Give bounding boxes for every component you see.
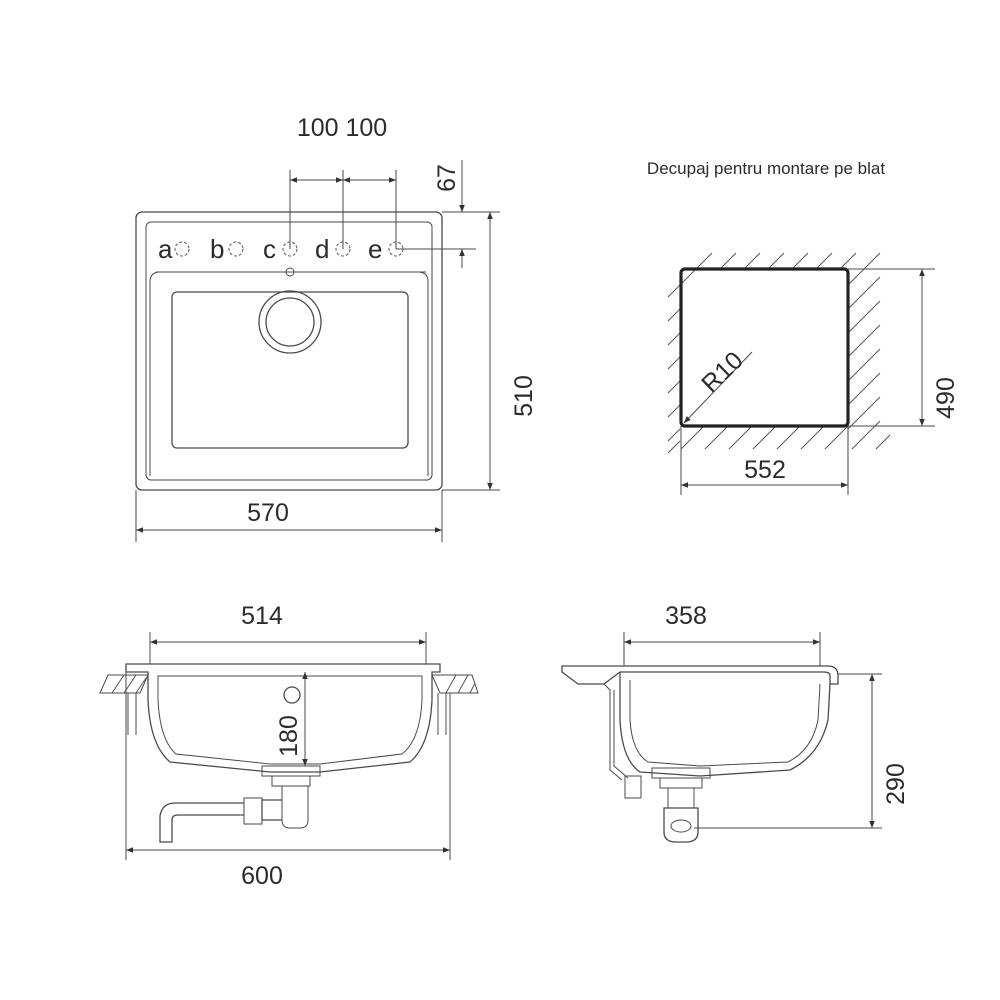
tap-hole-b-label: b bbox=[210, 234, 224, 264]
overflow-dot bbox=[285, 267, 295, 277]
countertop-right bbox=[431, 674, 479, 735]
top-view: a b c d e 100 100 67 510 570 bbox=[135, 114, 538, 542]
cutout-dim-width: 552 bbox=[744, 456, 786, 484]
front-sink-inner bbox=[157, 675, 423, 765]
sink-outline bbox=[135, 211, 443, 491]
front-dim-bowl-width: 514 bbox=[241, 602, 283, 630]
side-bowl-outer bbox=[619, 672, 831, 777]
radius-leader bbox=[683, 351, 753, 424]
tap-hole-d-label: d bbox=[315, 234, 329, 264]
side-drain-pipe bbox=[667, 788, 695, 809]
side-overflow-joint bbox=[624, 775, 642, 799]
side-dim-bowl-width: 358 bbox=[665, 602, 707, 630]
side-overflow-pipe bbox=[603, 683, 623, 781]
front-dim-depth: 180 bbox=[275, 715, 303, 757]
side-section: 358 290 bbox=[561, 602, 910, 843]
dim-hole-spacing: 100 100 bbox=[297, 114, 387, 142]
side-trap bbox=[663, 807, 699, 843]
tap-hole-e-label: e bbox=[368, 234, 382, 264]
front-drain-body bbox=[271, 775, 311, 787]
front-trap-outlet bbox=[159, 802, 244, 843]
cutout-radius: R10 bbox=[696, 346, 748, 398]
front-trap-connector bbox=[261, 799, 282, 821]
side-drain-body bbox=[659, 777, 703, 789]
bowl-outer-left bbox=[149, 271, 161, 476]
tap-hole-b-icon bbox=[228, 241, 244, 257]
front-section: 514 180 600 bbox=[99, 602, 479, 890]
cutout-dim-height: 490 bbox=[932, 377, 960, 419]
side-dim-height: 290 bbox=[882, 763, 910, 805]
side-bowl-inner bbox=[629, 680, 821, 767]
cutout-outline bbox=[679, 267, 850, 428]
front-drain-pipe bbox=[281, 786, 309, 829]
countertop-left bbox=[99, 674, 149, 735]
side-trap-outlet bbox=[670, 819, 692, 833]
sink-inner-deck bbox=[145, 221, 433, 481]
dim-width: 570 bbox=[247, 499, 289, 527]
tap-hole-c-label: c bbox=[263, 234, 276, 264]
overflow-hole-icon bbox=[283, 686, 301, 704]
cutout-hatch bbox=[667, 252, 891, 454]
front-trap-nut bbox=[243, 797, 263, 825]
dim-top-offset: 67 bbox=[433, 164, 461, 192]
drain-inner bbox=[265, 297, 315, 347]
cutout-view: Decupaj pentru montare pe blat bbox=[647, 159, 960, 495]
bowl-outline bbox=[171, 291, 409, 449]
side-deck bbox=[561, 665, 839, 685]
tap-hole-a-icon bbox=[174, 241, 190, 257]
dim-height: 510 bbox=[510, 375, 538, 417]
drain-outer bbox=[258, 290, 322, 354]
cutout-title: Decupaj pentru montare pe blat bbox=[647, 159, 885, 178]
side-overflow-pipe-inner bbox=[613, 690, 629, 779]
tap-hole-a-label: a bbox=[158, 234, 173, 264]
bowl-outer-right bbox=[417, 271, 429, 476]
front-drain-flange bbox=[261, 765, 321, 777]
front-dim-total-width: 600 bbox=[241, 862, 283, 890]
